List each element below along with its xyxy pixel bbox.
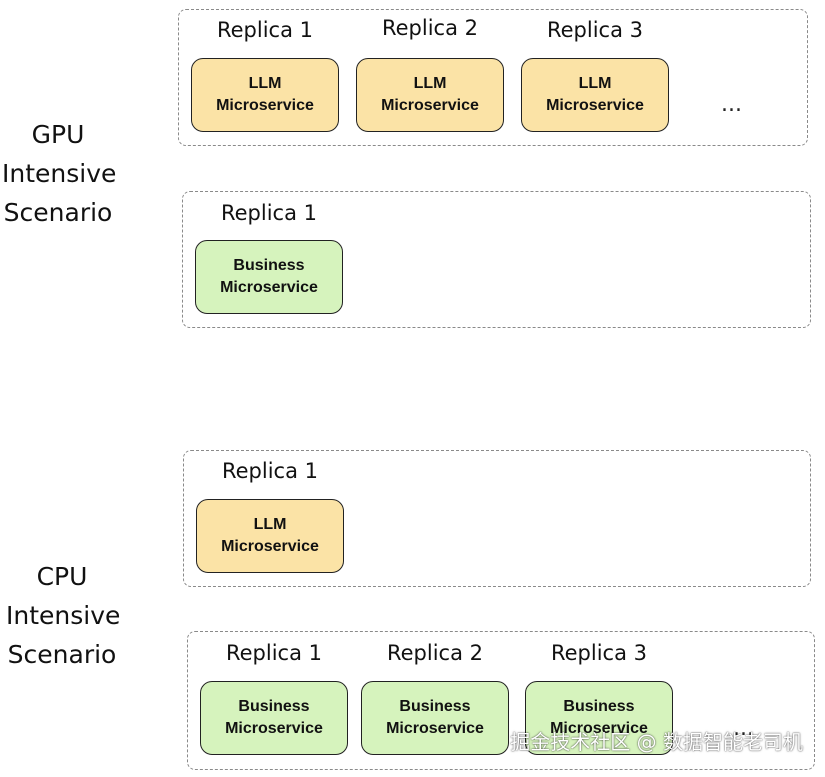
gpu-scenario-line-1: GPU bbox=[31, 120, 85, 149]
cpu-business-replica-group: Replica 1 Business Microservice Replica … bbox=[187, 631, 815, 770]
cpu-scenario-line-1: CPU bbox=[36, 562, 88, 591]
gpu-scenario-label: GPU Intensive Scenario bbox=[2, 115, 117, 232]
replica-label: Replica 1 bbox=[221, 459, 319, 483]
business-microservice-box: Business Microservice bbox=[525, 681, 673, 755]
replica-label: Replica 1 bbox=[216, 18, 314, 42]
microservice-type: LLM bbox=[413, 75, 447, 92]
microservice-word: Microservice bbox=[386, 720, 484, 737]
microservice-type: LLM bbox=[578, 75, 612, 92]
business-microservice-box: Business Microservice bbox=[361, 681, 509, 755]
microservice-type: Business bbox=[238, 698, 310, 715]
microservice-word: Microservice bbox=[220, 279, 318, 296]
gpu-llm-replica-group: Replica 1 LLM Microservice Replica 2 LLM… bbox=[178, 9, 808, 146]
replica-label: Replica 2 bbox=[381, 16, 479, 40]
replica-label: Replica 1 bbox=[225, 641, 323, 665]
replica-label: Replica 2 bbox=[386, 641, 484, 665]
business-microservice-box: Business Microservice bbox=[200, 681, 348, 755]
microservice-word: Microservice bbox=[381, 97, 479, 114]
microservice-word: Microservice bbox=[225, 720, 323, 737]
more-replicas-ellipsis: ... bbox=[733, 716, 754, 741]
business-microservice-box: Business Microservice bbox=[195, 240, 343, 314]
gpu-scenario-line-3: Scenario bbox=[3, 198, 113, 227]
cpu-llm-replica-group: Replica 1 LLM Microservice bbox=[183, 450, 811, 587]
microservice-type: Business bbox=[563, 698, 635, 715]
more-replicas-ellipsis: ... bbox=[721, 92, 742, 117]
gpu-scenario-line-2: Intensive bbox=[2, 159, 117, 188]
replica-label: Replica 3 bbox=[550, 641, 648, 665]
cpu-scenario-line-3: Scenario bbox=[7, 640, 117, 669]
microservice-type: Business bbox=[233, 257, 305, 274]
replica-label: Replica 3 bbox=[546, 18, 644, 42]
cpu-scenario-label: CPU Intensive Scenario bbox=[6, 557, 121, 674]
microservice-type: Business bbox=[399, 698, 471, 715]
microservice-type: LLM bbox=[253, 516, 287, 533]
llm-microservice-box: LLM Microservice bbox=[196, 499, 344, 573]
microservice-word: Microservice bbox=[546, 97, 644, 114]
microservice-word: Microservice bbox=[216, 97, 314, 114]
microservice-type: LLM bbox=[248, 75, 282, 92]
llm-microservice-box: LLM Microservice bbox=[521, 58, 669, 132]
llm-microservice-box: LLM Microservice bbox=[191, 58, 339, 132]
microservice-word: Microservice bbox=[221, 538, 319, 555]
cpu-scenario-line-2: Intensive bbox=[6, 601, 121, 630]
microservice-word: Microservice bbox=[550, 720, 648, 737]
gpu-business-replica-group: Replica 1 Business Microservice bbox=[182, 191, 811, 328]
llm-microservice-box: LLM Microservice bbox=[356, 58, 504, 132]
watermark-text: 掘金技术社区 @ 数据智能老司机 bbox=[510, 730, 803, 754]
replica-label: Replica 1 bbox=[220, 201, 318, 225]
